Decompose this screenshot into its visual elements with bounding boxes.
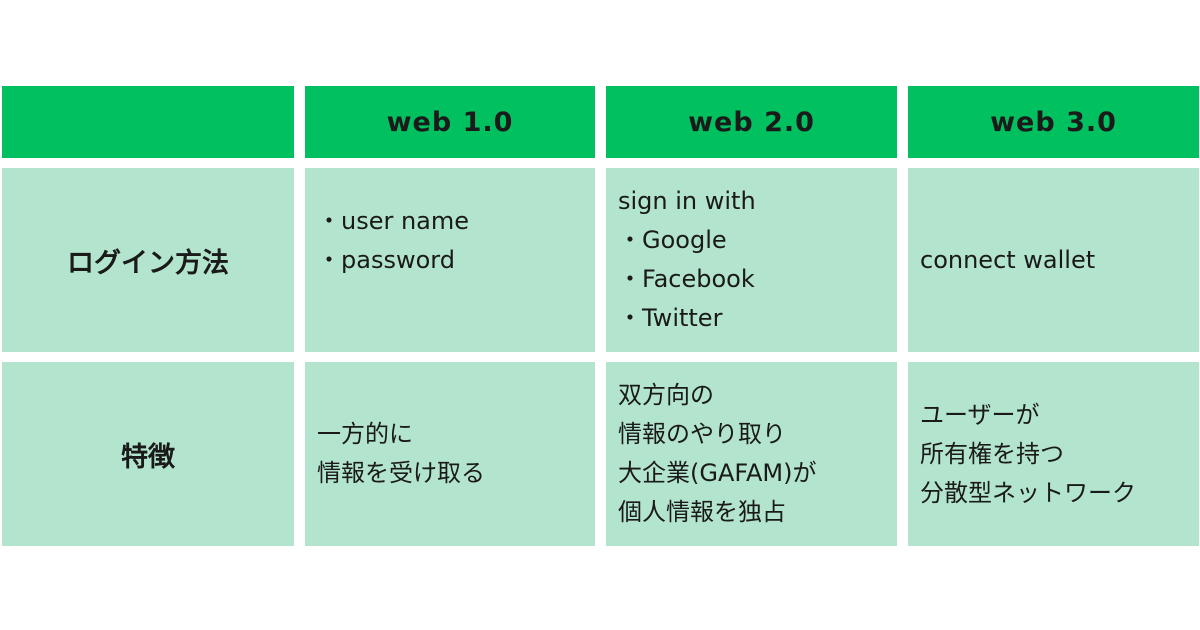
cell-features-web3: ユーザーが 所有権を持つ 分散型ネットワーク — [908, 362, 1199, 546]
header-cell-web2: web 2.0 — [606, 86, 897, 158]
cell-line: 情報を受け取る — [317, 459, 485, 487]
header-label-web3: web 3.0 — [990, 106, 1117, 138]
cell-login-web2: sign in with ・Google ・Facebook ・Twitter — [606, 168, 897, 352]
header-label-web1: web 1.0 — [386, 106, 514, 138]
row-label-login-method: ログイン方法 — [2, 168, 294, 352]
cell-line: 個人情報を独占 — [618, 498, 786, 526]
cell-line: 一方的に — [317, 420, 413, 448]
cell-login-web1: ・user name ・password — [305, 168, 595, 352]
cell-line: ・user name — [317, 207, 470, 235]
cell-lines: connect wallet — [920, 241, 1095, 280]
header-label-web2: web 2.0 — [688, 106, 815, 138]
header-cell-empty — [2, 86, 294, 158]
cell-line: connect wallet — [920, 245, 1096, 274]
cell-line: ・Facebook — [618, 265, 755, 293]
cell-lines: ・user name ・password — [317, 202, 469, 280]
cell-lines: ユーザーが 所有権を持つ 分散型ネットワーク — [920, 396, 1136, 513]
cell-line: ・Twitter — [618, 304, 723, 332]
cell-line: 大企業(GAFAM)が — [618, 459, 817, 487]
header-cell-web1: web 1.0 — [305, 86, 595, 158]
cell-login-web3: connect wallet — [908, 168, 1199, 352]
cell-line: sign in with — [618, 187, 756, 215]
cell-lines: sign in with ・Google ・Facebook ・Twitter — [618, 182, 756, 338]
row-label-features: 特徴 — [2, 362, 294, 546]
cell-line: ・password — [317, 246, 455, 274]
header-cell-web3: web 3.0 — [908, 86, 1199, 158]
cell-line: 所有権を持つ — [920, 439, 1064, 468]
comparison-table: web 1.0 web 2.0 web 3.0 ログイン方法 ・user nam… — [0, 86, 1200, 546]
cell-lines: 一方的に 情報を受け取る — [317, 415, 485, 493]
cell-line: 双方向の — [618, 381, 714, 409]
cell-features-web1: 一方的に 情報を受け取る — [305, 362, 595, 546]
row-label-text: ログイン方法 — [67, 247, 229, 279]
cell-line: ・Google — [618, 226, 727, 254]
row-label-text: 特徴 — [121, 441, 175, 473]
cell-line: ユーザーが — [920, 400, 1040, 429]
cell-line: 分散型ネットワーク — [920, 478, 1136, 507]
cell-line: 情報のやり取り — [618, 420, 786, 448]
cell-lines: 双方向の 情報のやり取り 大企業(GAFAM)が 個人情報を独占 — [618, 376, 816, 532]
cell-features-web2: 双方向の 情報のやり取り 大企業(GAFAM)が 個人情報を独占 — [606, 362, 897, 546]
